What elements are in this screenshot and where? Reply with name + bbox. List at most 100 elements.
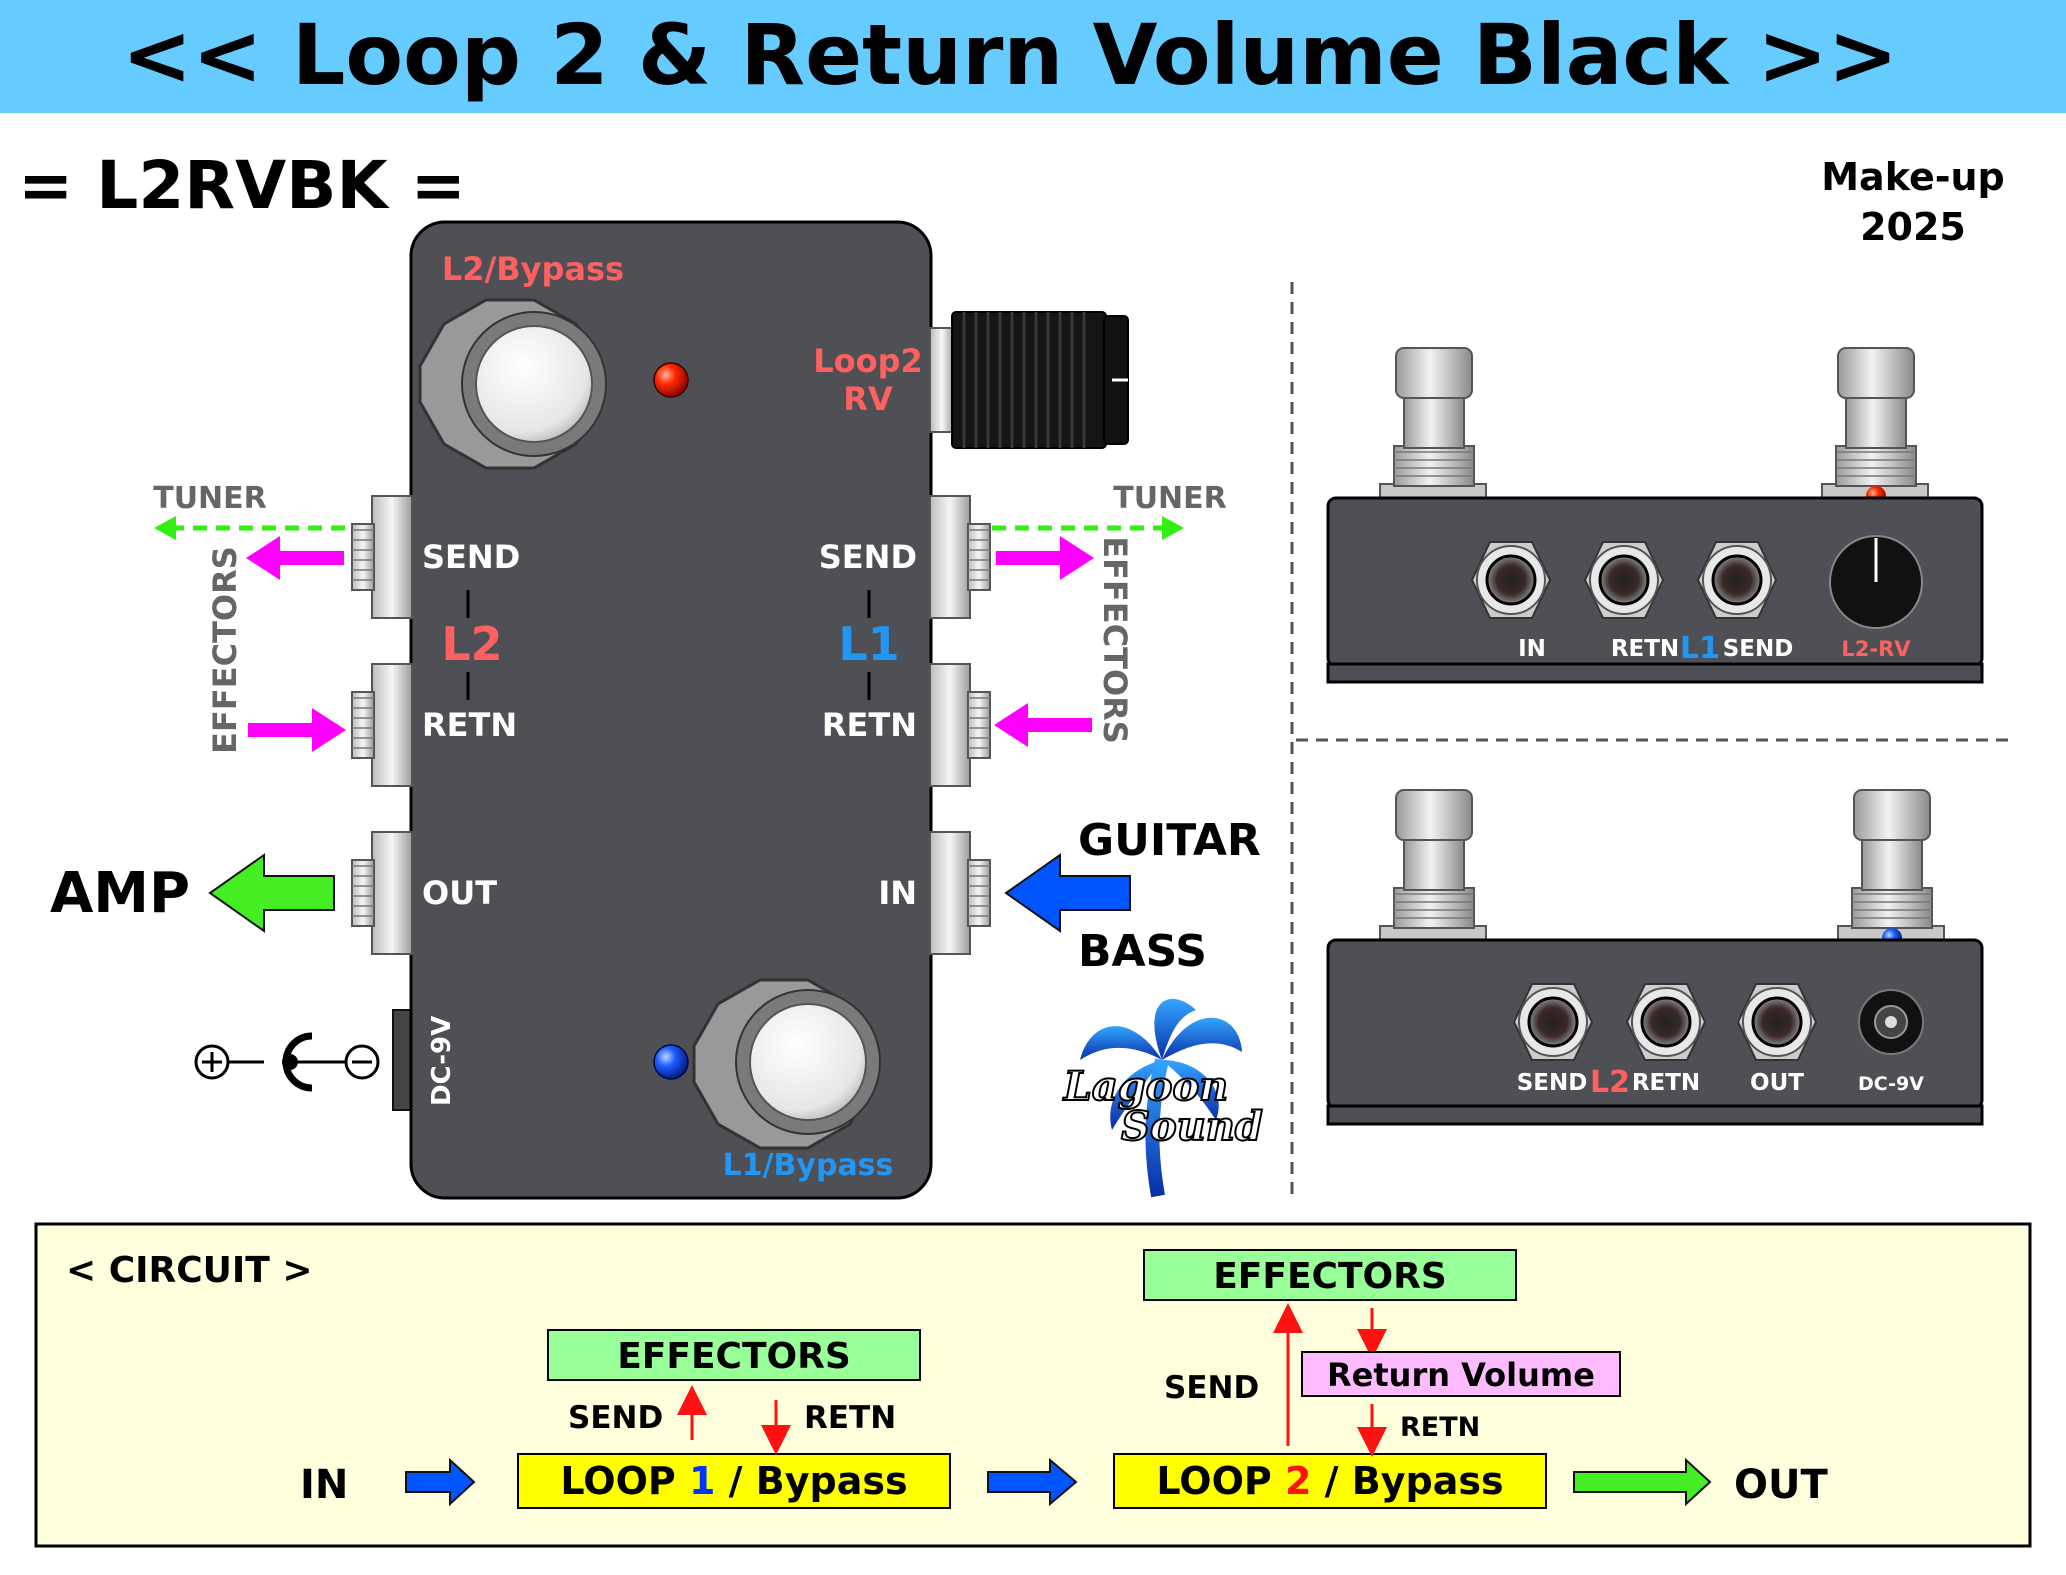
- left-loop-label: L2: [441, 617, 502, 671]
- l2-bypass-label: L2/Bypass: [442, 250, 624, 288]
- right-retn-label: RETN: [822, 706, 917, 744]
- effectors-left-label: EFFECTORS: [206, 546, 244, 754]
- l1-bypass-label: L1/Bypass: [723, 1148, 894, 1183]
- tuner-right-label: TUNER: [1113, 481, 1227, 516]
- out-label: OUT: [422, 874, 497, 912]
- circuit-effectors2-label: EFFECTORS: [1213, 1256, 1447, 1297]
- makeup-year: 2025: [1860, 205, 1966, 249]
- circuit-heading: < CIRCUIT >: [66, 1250, 313, 1291]
- side-front-l1-label: L1: [1680, 631, 1720, 666]
- guitar-label: GUITAR: [1078, 815, 1261, 866]
- connection-annotations: TUNER TUNER EFFECTORS EFFECTORS AMP: [50, 481, 1264, 1198]
- side-rear-send-label: SEND: [1517, 1070, 1588, 1096]
- left-retn-jack: [351, 663, 413, 787]
- dc-label: DC-9V: [427, 1016, 457, 1106]
- right-send-arrow: [996, 536, 1094, 580]
- circuit-loop2-text: LOOP 2 / Bypass: [1156, 1459, 1503, 1503]
- circuit-return-volume-box: [1301, 1351, 1621, 1397]
- side-rear-footswitch-left: [1379, 789, 1487, 943]
- side-front-send-jack: [1696, 541, 1778, 619]
- side-rear-retn-jack: [1625, 983, 1707, 1061]
- page-title: << Loop 2 & Return Volume Black >>: [122, 6, 1898, 104]
- circuit-send1-label: SEND: [568, 1400, 663, 1436]
- loop2-suffix: / Bypass: [1311, 1459, 1503, 1503]
- l1-bypass-footswitch[interactable]: [692, 978, 881, 1150]
- right-in-jack: [929, 831, 991, 955]
- circuit-retn1-label: RETN: [804, 1400, 896, 1436]
- logo-line2: Sound: [1121, 1103, 1263, 1150]
- circuit-loop1-box: [517, 1453, 951, 1509]
- knob-label-line1: Loop2: [813, 342, 923, 380]
- right-send-jack: [929, 495, 991, 619]
- amp-arrow: [208, 853, 335, 933]
- banner-background: [0, 0, 2066, 113]
- logo-line1: Lagoon: [1063, 1063, 1228, 1110]
- side-front-rv-knob: [1829, 535, 1923, 629]
- side-front-retn-label: RETN: [1611, 636, 1679, 662]
- loop2-prefix: LOOP: [1156, 1459, 1285, 1503]
- side-rear-send-jack: [1512, 983, 1594, 1061]
- right-send-label: SEND: [819, 538, 917, 576]
- side-rear-dc-jack: [1858, 989, 1924, 1055]
- circuit-in-label: IN: [300, 1462, 348, 1508]
- input-arrow: [1004, 853, 1131, 933]
- circuit-arrow-mid: [987, 1457, 1078, 1507]
- amp-label: AMP: [50, 861, 190, 926]
- circuit-effectors1-box: [547, 1329, 921, 1381]
- side-front-in-label: IN: [1518, 636, 1546, 662]
- circuit-return-volume-label: Return Volume: [1327, 1356, 1595, 1394]
- circuit-arrow-in: [405, 1457, 476, 1507]
- side-view-rear: SEND L2 RETN OUT DC-9V: [1326, 789, 1984, 1126]
- return-volume-knob: [929, 311, 1129, 449]
- circuit-retn2-label: RETN: [1400, 1412, 1480, 1443]
- side-rear-dc-label: DC-9V: [1858, 1073, 1924, 1095]
- circuit-loop1-text: LOOP 1 / Bypass: [560, 1459, 907, 1503]
- circuit-out-label: OUT: [1734, 1462, 1828, 1508]
- circuit-effectors1-label: EFFECTORS: [617, 1336, 851, 1377]
- loop1-suffix: / Bypass: [715, 1459, 907, 1503]
- side-rear-l2-label: L2: [1590, 1065, 1630, 1100]
- right-retn-jack: [929, 663, 991, 787]
- side-rear-footswitch-right: [1837, 789, 1945, 943]
- left-send-label: SEND: [422, 538, 520, 576]
- circuit-arrow-out: [1573, 1457, 1712, 1507]
- side-front-rv-label: L2-RV: [1841, 637, 1911, 661]
- circuit-panel: < CIRCUIT > IN LOOP 1 / Bypass EFFECTORS…: [34, 1222, 2032, 1548]
- left-retn-arrow: [248, 708, 346, 752]
- l1-led-blue: [653, 1044, 689, 1080]
- tuner-right-arrowhead: [1162, 516, 1184, 540]
- right-loop-label: L1: [838, 617, 899, 671]
- side-front-footswitch-right: [1821, 347, 1929, 501]
- side-rear-retn-label: RETN: [1632, 1070, 1700, 1096]
- side-front-base: [1326, 662, 1984, 684]
- side-front-in-jack: [1470, 541, 1552, 619]
- side-front-send-label: SEND: [1723, 636, 1794, 662]
- bass-label: BASS: [1078, 926, 1207, 977]
- left-send-jack: [351, 495, 413, 619]
- title-banner: << Loop 2 & Return Volume Black >>: [0, 0, 2066, 113]
- pedal-top-view: L2/Bypass L1/Bypass Loop2 RV SEND L2 RET…: [351, 220, 1129, 1200]
- circuit-loop2-box: [1113, 1453, 1547, 1509]
- left-out-jack: [351, 831, 413, 955]
- makeup-label: Make-up: [1821, 155, 2005, 199]
- model-code: = L2RVBK =: [18, 147, 466, 224]
- effectors-right-label: EFFECTORS: [1096, 536, 1134, 744]
- circuit-effectors2-box: [1143, 1249, 1517, 1301]
- l2-bypass-footswitch[interactable]: [418, 298, 607, 470]
- side-front-footswitch-left: [1379, 347, 1487, 501]
- side-rear-out-jack: [1736, 983, 1818, 1061]
- side-front-retn-jack: [1583, 541, 1665, 619]
- loop2-number: 2: [1285, 1459, 1311, 1503]
- loop1-number: 1: [689, 1459, 715, 1503]
- dc-polarity-symbol: [194, 1032, 380, 1092]
- left-retn-label: RETN: [422, 706, 517, 744]
- right-retn-arrow: [994, 703, 1092, 747]
- side-rear-out-label: OUT: [1750, 1070, 1804, 1096]
- loop1-prefix: LOOP: [560, 1459, 689, 1503]
- tuner-left-label: TUNER: [153, 481, 267, 516]
- knob-label-line2: RV: [843, 380, 893, 418]
- in-label: IN: [878, 874, 917, 912]
- side-rear-base: [1326, 1104, 1984, 1126]
